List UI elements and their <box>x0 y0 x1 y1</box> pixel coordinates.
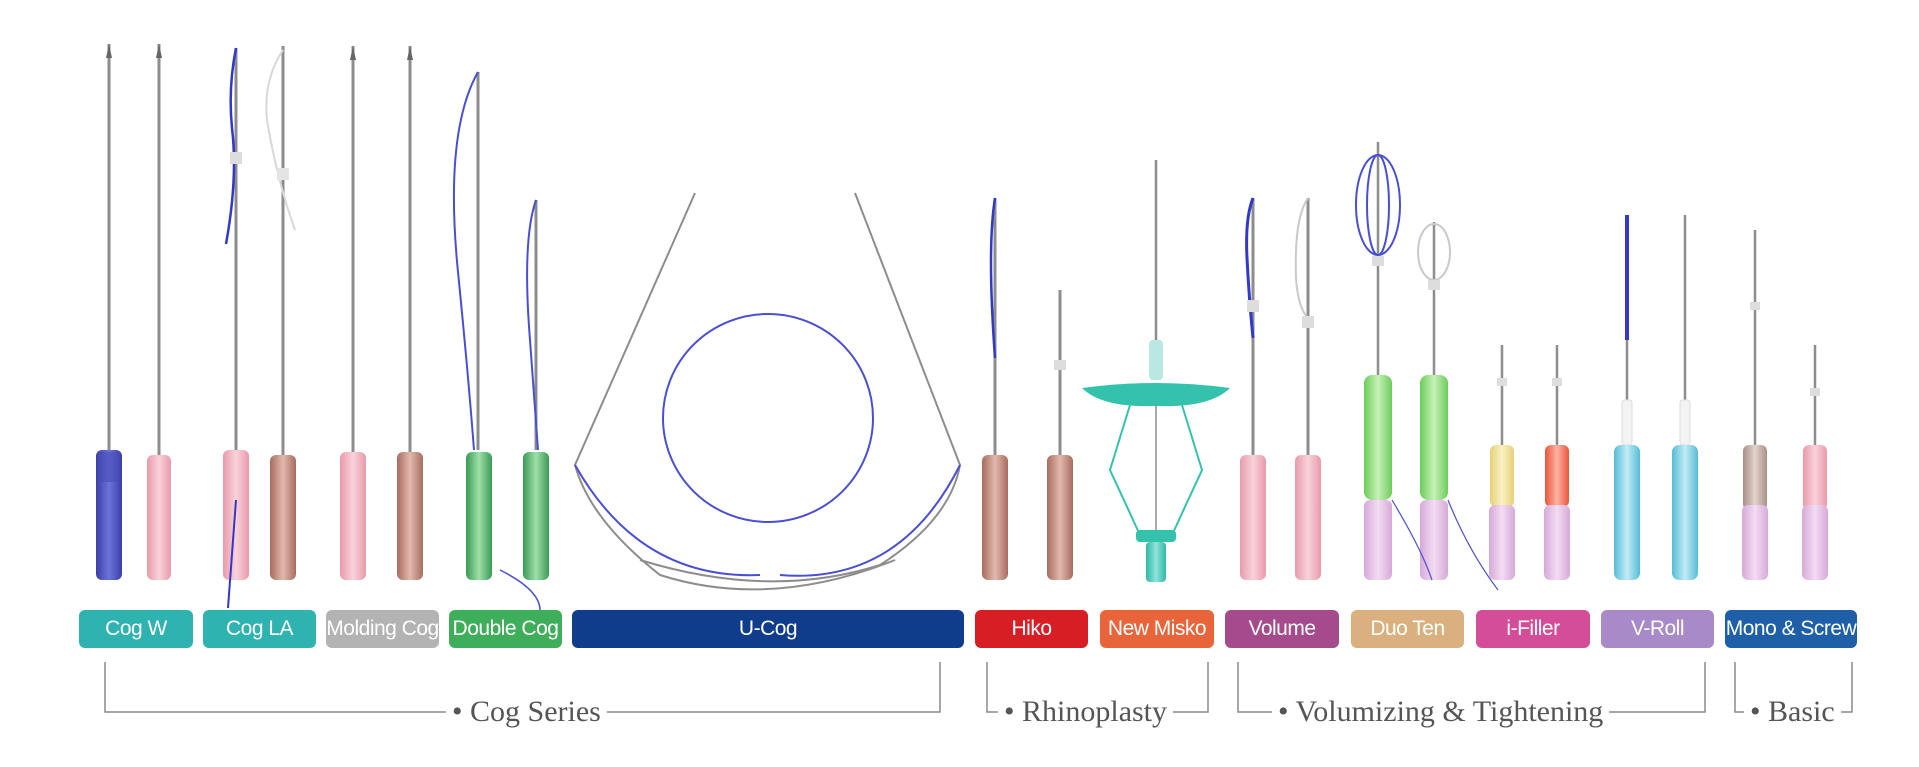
group-dot: • <box>1278 695 1296 728</box>
needle-hiko-1 <box>982 197 1008 580</box>
group-volumizing-tightening: • Volumizing & Tightening <box>1272 694 1610 730</box>
label-new-misko: New Misko <box>1100 610 1214 648</box>
needle-double-cog-2 <box>499 199 549 611</box>
needle-cog-la-1 <box>223 47 249 609</box>
label-cog-w: Cog W <box>79 610 193 648</box>
label-hiko: Hiko <box>975 610 1088 648</box>
needle-u-cog <box>573 192 962 591</box>
needle-i-filler-1 <box>1489 345 1515 580</box>
group-label: Volumizing & Tightening <box>1295 695 1604 728</box>
label-double-cog: Double Cog <box>449 610 562 648</box>
needle-i-filler-2 <box>1544 345 1570 580</box>
label-molding-cog: Molding Cog <box>326 610 439 648</box>
needle-volume-2 <box>1294 197 1321 580</box>
needle-mono-1 <box>1742 230 1768 580</box>
group-dot: • <box>1004 695 1023 728</box>
needle-double-cog-1 <box>452 71 492 580</box>
needle-screw-1 <box>1802 345 1828 580</box>
label-u-cog: U-Cog <box>572 610 964 648</box>
label-cog-la: Cog LA <box>203 610 316 648</box>
group-dot: • <box>1750 695 1769 728</box>
group-label: Rhinoplasty <box>1022 695 1168 728</box>
needle-cog-w-2 <box>147 44 171 580</box>
group-label: Cog Series <box>470 695 601 728</box>
label-mono-screw: Mono & Screw <box>1725 610 1857 648</box>
label-v-roll: V-Roll <box>1601 610 1714 648</box>
group-dot: • <box>452 695 471 728</box>
label-duo-ten: Duo Ten <box>1351 610 1464 648</box>
group-basic: • Basic <box>1744 694 1841 730</box>
needle-cog-la-2 <box>265 46 296 580</box>
group-rhinoplasty: • Rhinoplasty <box>998 694 1174 730</box>
needle-molding-cog-2 <box>397 46 423 580</box>
label-volume: Volume <box>1225 610 1339 648</box>
needle-duo-ten-2 <box>1391 222 1499 591</box>
needle-v-roll-2 <box>1672 215 1698 580</box>
label-i-filler: i-Filler <box>1476 610 1590 648</box>
group-cog-series: • Cog Series <box>446 694 607 730</box>
needle-duo-ten-1 <box>1355 142 1401 580</box>
needle-hiko-2 <box>1047 290 1073 580</box>
group-label: Basic <box>1768 695 1835 728</box>
needle-volume-1 <box>1240 197 1266 580</box>
needle-new-misko <box>1082 160 1230 582</box>
needle-v-roll-1 <box>1614 215 1640 580</box>
needle-cog-w-1 <box>96 44 122 580</box>
needle-molding-cog-1 <box>340 46 366 580</box>
